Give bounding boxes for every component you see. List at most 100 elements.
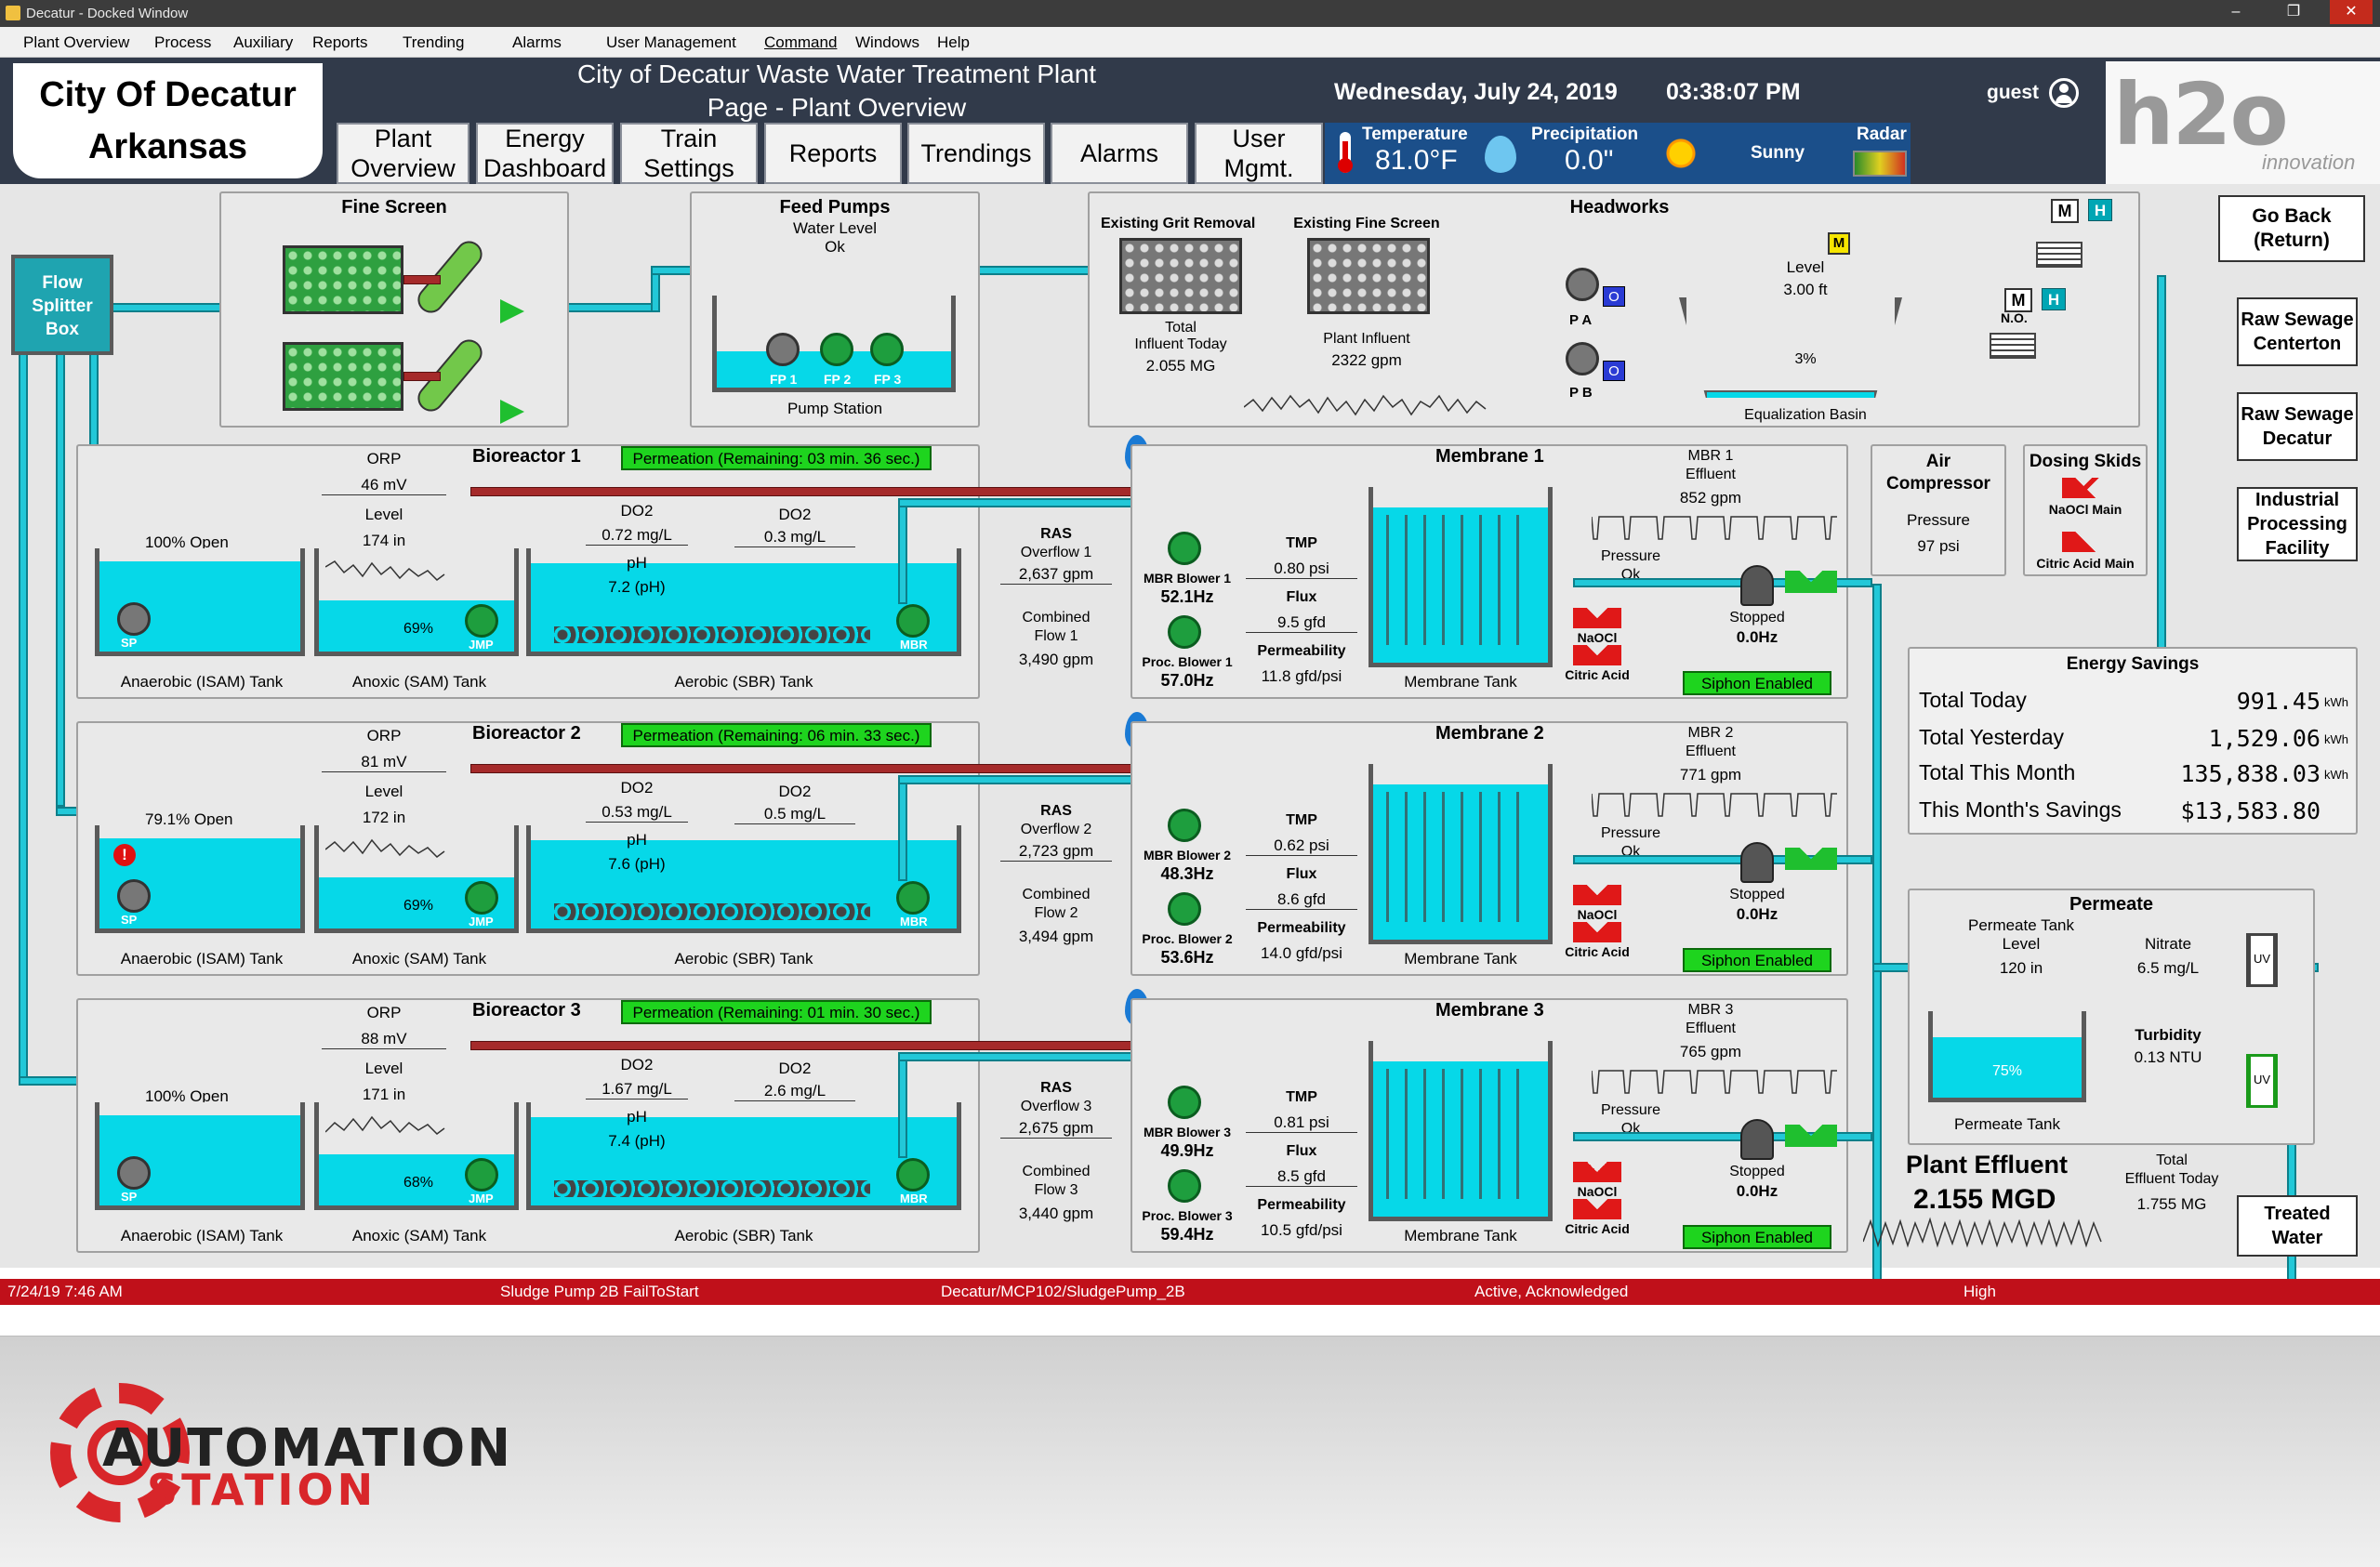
citric-valve-2[interactable] (1573, 922, 1621, 942)
bioreactor-2-level-trend (325, 838, 445, 858)
menu-windows[interactable]: Windows (855, 33, 919, 51)
go-back-button[interactable]: Go Back(Return) (2218, 195, 2365, 262)
sp-pump-3[interactable] (117, 1156, 151, 1190)
fp1-pump[interactable] (766, 333, 800, 366)
menu-user-management[interactable]: User Management (606, 33, 736, 51)
jmp-pump-2[interactable] (465, 881, 498, 915)
anaerobic-tank-2[interactable] (95, 825, 305, 933)
siphon-pump-3[interactable] (1740, 1119, 1774, 1160)
membrane-tank-label: Membrane Tank (1404, 1227, 1517, 1244)
fine-screen-1[interactable] (283, 245, 403, 314)
effluent-label2: Effluent (1686, 744, 1736, 759)
mbr-feed-pipe-2 (898, 775, 907, 881)
alarm-banner[interactable]: 7/24/19 7:46 AM Sludge Pump 2B FailToSta… (0, 1279, 2380, 1305)
bioreactor-3-title: Bioreactor 3 (472, 1000, 581, 1021)
anoxic-tank-2[interactable] (314, 825, 519, 933)
restore-button[interactable]: ❐ (2286, 4, 2301, 20)
permeate-tank (1928, 1011, 2086, 1102)
citric-valve-1[interactable] (1573, 645, 1621, 665)
menu-reports[interactable]: Reports (312, 33, 368, 51)
menu-help[interactable]: Help (937, 33, 970, 51)
mbr-pump-2[interactable] (896, 881, 930, 915)
fine-screen-valve-2[interactable] (500, 400, 524, 424)
jmp-pump-3[interactable] (465, 1158, 498, 1192)
pump-pb[interactable] (1566, 342, 1599, 375)
air-compressor-panel[interactable]: Air Compressor Pressure 97 psi (1871, 444, 2006, 576)
headworks-screen-1[interactable] (2036, 242, 2082, 268)
citric-main-valve[interactable] (2062, 532, 2109, 552)
menu-alarms[interactable]: Alarms (512, 33, 562, 51)
jmp-pump-1[interactable] (465, 604, 498, 638)
fp2-pump[interactable] (820, 333, 853, 366)
sp-pump-1[interactable] (117, 602, 151, 636)
mbr-pump-3[interactable] (896, 1158, 930, 1192)
fine-screen-panel[interactable]: Fine Screen (219, 191, 569, 428)
effluent-total-label2: Effluent Today (2124, 1171, 2219, 1187)
feed-pumps-panel[interactable]: Feed Pumps Water Level Ok FP 1 FP 2 FP 3… (690, 191, 980, 428)
menu-process[interactable]: Process (154, 33, 212, 51)
proc-blower-2[interactable] (1168, 892, 1201, 926)
existing-fine-screen-title: Existing Fine Screen (1293, 216, 1440, 231)
uv-unit-1[interactable]: UV (2246, 933, 2278, 987)
close-button[interactable]: ✕ (2330, 0, 2373, 24)
fp3-pump[interactable] (870, 333, 904, 366)
uv-unit-2[interactable]: UV (2246, 1054, 2278, 1108)
existing-fine-screen-unit[interactable] (1307, 238, 1430, 314)
permeate-panel[interactable]: Permeate Permeate Tank Level 120 in Nitr… (1908, 889, 2315, 1145)
membrane-tank-3[interactable] (1368, 1041, 1553, 1221)
naocl-main-valve[interactable] (2062, 478, 2109, 498)
dosing-skids-panel[interactable]: Dosing Skids NaOCl Main Citric Acid Main (2023, 444, 2148, 576)
user-icon[interactable] (2049, 78, 2079, 108)
minimize-button[interactable]: – (2231, 4, 2241, 20)
plant-influent-trend (1244, 394, 1487, 416)
proc-blower-1[interactable] (1168, 615, 1201, 649)
fine-screen-valve-1[interactable] (500, 299, 524, 323)
alarm-list-area[interactable] (0, 1305, 2380, 1337)
menu-trending[interactable]: Trending (403, 33, 465, 51)
nav-trendings[interactable]: Trendings (907, 123, 1045, 184)
mbr-blower-3[interactable] (1168, 1086, 1201, 1119)
fine-screen-2[interactable] (283, 342, 403, 411)
header: City Of Decatur Arkansas City of Decatur… (0, 58, 2380, 184)
membrane-tank-1[interactable] (1368, 487, 1553, 667)
pump-pa[interactable] (1566, 268, 1599, 301)
headworks-panel[interactable]: Headworks Existing Grit Removal Existing… (1088, 191, 2140, 428)
menu-command[interactable]: Command (764, 33, 838, 51)
grit-removal-unit[interactable] (1119, 238, 1242, 314)
citric-valve-3[interactable] (1573, 1199, 1621, 1219)
mbr-blower-1[interactable] (1168, 532, 1201, 565)
siphon-pump-1[interactable] (1740, 565, 1774, 606)
menu-plant-overview[interactable]: Plant Overview (23, 33, 130, 51)
menu-auxiliary[interactable]: Auxiliary (233, 33, 294, 51)
sp-pump-2[interactable] (117, 879, 151, 913)
naocl-valve-3[interactable] (1573, 1162, 1621, 1182)
mbr-blower-2[interactable] (1168, 809, 1201, 842)
naocl-valve-1[interactable] (1573, 608, 1621, 628)
pb-label: P B (1569, 385, 1593, 401)
anoxic-tank-3[interactable] (314, 1102, 519, 1210)
naocl-valve-2[interactable] (1573, 885, 1621, 905)
mbr-pump-1[interactable] (896, 604, 930, 638)
proc-blower-3[interactable] (1168, 1169, 1201, 1203)
radar-thumbnail[interactable] (1853, 151, 1907, 177)
effluent-valve-1[interactable] (1785, 571, 1837, 593)
nav-alarms[interactable]: Alarms (1051, 123, 1188, 184)
siphon-pump-2[interactable] (1740, 842, 1774, 883)
membrane-tank-label: Membrane Tank (1404, 950, 1517, 968)
membrane-tank-2[interactable] (1368, 764, 1553, 944)
headworks-h1-badge: H (2088, 199, 2112, 221)
headworks-screen-2[interactable] (1990, 333, 2036, 359)
alarm-warning-icon[interactable]: ! (113, 844, 136, 866)
effluent-valve-2[interactable] (1785, 848, 1837, 870)
effluent-valve-3[interactable] (1785, 1125, 1837, 1147)
nav-reports[interactable]: Reports (764, 123, 902, 184)
